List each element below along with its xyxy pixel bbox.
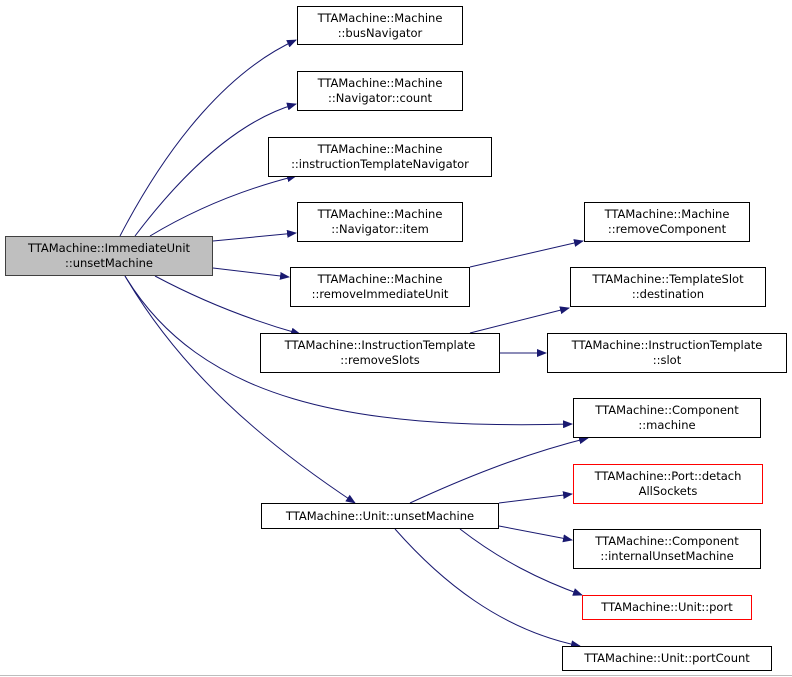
node-label-line: TTAMachine::Machine bbox=[604, 207, 730, 221]
edge-root-to-machine bbox=[124, 275, 573, 429]
edge-unitunset-to-detachall bbox=[498, 491, 573, 504]
bottom-divider bbox=[0, 675, 792, 676]
node-label-line: ::Navigator::count bbox=[327, 91, 432, 105]
node-component-internalunsetmachine[interactable]: TTAMachine::Component ::internalUnsetMac… bbox=[573, 529, 761, 569]
edge-root-to-navigator-count bbox=[134, 102, 297, 237]
node-machine-removecomponent[interactable]: TTAMachine::Machine ::removeComponent bbox=[584, 202, 750, 242]
node-label-line: TTAMachine::Component bbox=[595, 534, 739, 548]
node-label-line: ::removeSlots bbox=[340, 353, 420, 367]
node-label-line: ::machine bbox=[638, 418, 696, 432]
node-label-line: AllSockets bbox=[638, 484, 698, 498]
node-label-line: ::slot bbox=[652, 353, 682, 367]
node-label-line: ::Navigator::item bbox=[331, 222, 429, 236]
node-label-line: TTAMachine::Machine bbox=[317, 76, 443, 90]
node-label-line: TTAMachine::Unit::port bbox=[601, 600, 733, 614]
node-machine-removeimmediateunit[interactable]: TTAMachine::Machine ::removeImmediateUni… bbox=[290, 267, 470, 307]
edge-root-to-itnavigator bbox=[149, 174, 297, 237]
node-label-line: TTAMachine::Machine bbox=[317, 272, 443, 286]
node-label-line: ::instructionTemplateNavigator bbox=[291, 157, 469, 171]
node-label-line: TTAMachine::TemplateSlot bbox=[592, 272, 744, 286]
node-unit-port[interactable]: TTAMachine::Unit::port bbox=[582, 595, 752, 620]
node-machine-navigator-count[interactable]: TTAMachine::Machine ::Navigator::count bbox=[297, 71, 463, 111]
node-port-detachallsockets[interactable]: TTAMachine::Port::detach AllSockets bbox=[573, 464, 763, 504]
edge-root-to-unit-unsetmachine bbox=[124, 275, 356, 504]
node-label-line: TTAMachine::InstructionTemplate bbox=[571, 338, 763, 352]
node-label-line: TTAMachine::InstructionTemplate bbox=[284, 338, 476, 352]
node-label-line: ::busNavigator bbox=[337, 25, 423, 40]
edge-root-to-removeslots bbox=[154, 275, 301, 336]
node-machine-busnavigator[interactable]: TTAMachine::Machine ::busNavigator bbox=[297, 6, 463, 45]
node-label-line: TTAMachine::Machine bbox=[317, 142, 443, 156]
node-instructiontemplate-removeslots[interactable]: TTAMachine::InstructionTemplate ::remove… bbox=[260, 333, 500, 373]
node-label-line: TTAMachine::Component bbox=[595, 403, 739, 417]
edge-root-to-busnavigator bbox=[119, 39, 297, 237]
node-label-line: ::unsetMachine bbox=[64, 256, 154, 270]
node-label-line: TTAMachine::Machine bbox=[317, 207, 443, 221]
edge-unitunset-to-portcount bbox=[394, 528, 581, 649]
edge-root-to-navigator-item bbox=[212, 229, 297, 242]
node-label-line: ::removeImmediateUnit bbox=[311, 287, 449, 301]
node-instructiontemplate-slot[interactable]: TTAMachine::InstructionTemplate ::slot bbox=[547, 333, 787, 373]
edge-unitunset-to-internalunset bbox=[498, 525, 573, 543]
edge-unitunset-to-port bbox=[459, 528, 583, 596]
node-root-immediateunit-unsetmachine[interactable]: TTAMachine::ImmediateUnit ::unsetMachine bbox=[5, 236, 213, 276]
node-label-line: TTAMachine::Unit::unsetMachine bbox=[285, 508, 475, 523]
node-machine-instructiontemplatenavigator[interactable]: TTAMachine::Machine ::instructionTemplat… bbox=[268, 137, 492, 177]
node-label-line: TTAMachine::Port::detach bbox=[594, 469, 742, 483]
node-label-line: ::destination bbox=[631, 287, 705, 301]
node-machine-navigator-item[interactable]: TTAMachine::Machine ::Navigator::item bbox=[297, 202, 463, 242]
node-unit-unsetmachine[interactable]: TTAMachine::Unit::unsetMachine bbox=[261, 503, 499, 529]
node-component-machine[interactable]: TTAMachine::Component ::machine bbox=[573, 398, 761, 438]
edge-removeslots-to-destination bbox=[469, 306, 570, 334]
node-label-line: ::removeComponent bbox=[607, 222, 727, 236]
node-templateslot-destination[interactable]: TTAMachine::TemplateSlot ::destination bbox=[570, 267, 766, 307]
edge-unitunset-to-machine bbox=[409, 436, 589, 504]
node-label-line: TTAMachine::Machine bbox=[317, 10, 443, 25]
node-label-line: ::internalUnsetMachine bbox=[600, 549, 734, 563]
edge-root-to-removeiu bbox=[212, 267, 290, 280]
node-label-line: TTAMachine::ImmediateUnit bbox=[27, 241, 191, 255]
node-unit-portcount[interactable]: TTAMachine::Unit::portCount bbox=[562, 646, 772, 671]
node-label-line: TTAMachine::Unit::portCount bbox=[584, 651, 750, 665]
edge-removeiu-to-removecomponent bbox=[469, 239, 584, 268]
